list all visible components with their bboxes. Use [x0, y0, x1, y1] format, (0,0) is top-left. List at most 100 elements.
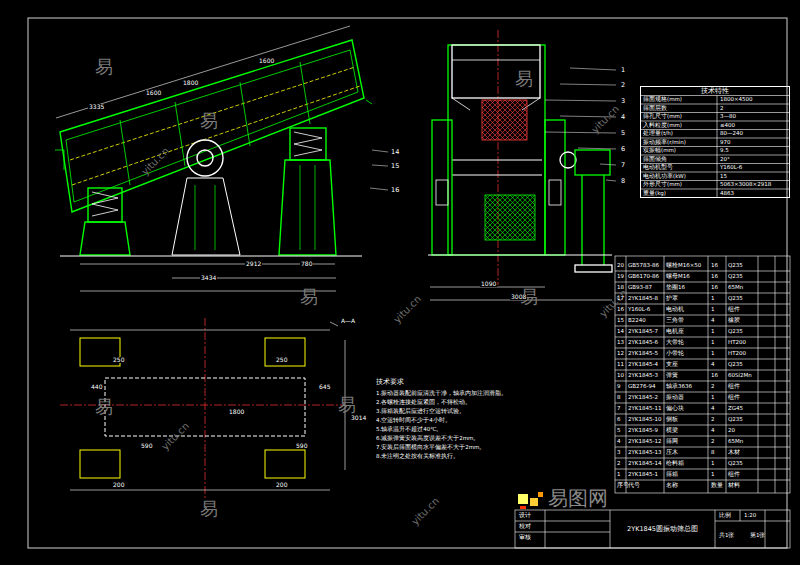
dimension: 440 [90, 384, 103, 390]
sheet-border [28, 18, 787, 548]
table-cell: 代号 [628, 483, 640, 489]
front-view [498, 30, 499, 285]
dimension: 3008 [510, 294, 527, 300]
table-cell: Q235 [728, 296, 743, 302]
line-art [615, 469, 790, 470]
side-view [56, 26, 350, 118]
table-cell: 4 [711, 318, 715, 324]
line-art [664, 256, 665, 493]
dimension: 3335 [88, 104, 105, 110]
table-cell: 2YK1845-10 [628, 417, 661, 423]
table-cell: 4 [617, 439, 621, 445]
side-view [294, 132, 322, 156]
table-cell: 1800×4500 [720, 97, 753, 103]
title-cell: 比例 [719, 513, 731, 519]
table-cell: 电动机功率(kW) [643, 174, 686, 180]
table-cell: 2YK1845-14 [628, 461, 661, 467]
dimension: 1090 [480, 281, 497, 287]
line-art [615, 326, 790, 327]
table-cell: 筛箱 [666, 472, 678, 478]
table-cell: 9.5 [720, 148, 729, 154]
table-cell: 外形尺寸(mm) [643, 182, 682, 188]
table-cell: 2YK1845-9 [628, 428, 658, 434]
table-cell: 10 [617, 373, 624, 379]
table-cell: 筛面倾角 [643, 157, 667, 163]
line-art [615, 370, 790, 371]
side-view [187, 140, 223, 176]
table-cell: 2YK1845-4 [628, 362, 658, 368]
table-cell: 2YK1845-12 [628, 439, 661, 445]
table-cell: 大带轮 [666, 340, 684, 346]
line-art [615, 480, 790, 481]
side-view [55, 26, 388, 291]
callout-number: 5 [620, 130, 626, 137]
table-cell: 60Si2Mn [728, 373, 752, 379]
callout-number: 8 [620, 178, 626, 185]
table-cell: GB5783-86 [628, 263, 659, 269]
line-art [615, 392, 790, 393]
note-line: 7.安装后筛面横向水平偏差不大于2mm。 [376, 445, 485, 451]
table-cell: 12 [617, 351, 624, 357]
table-cell: 偏心块 [666, 406, 684, 412]
side-view [80, 222, 130, 255]
table-cell: 1 [711, 472, 715, 478]
front-view [448, 45, 545, 255]
table-cell: 给料箱 [666, 461, 684, 467]
callout-number: 15 [390, 163, 400, 170]
dimension: 250 [112, 357, 125, 363]
front-view [428, 255, 612, 256]
sheet-border [28, 18, 787, 548]
tables [515, 510, 790, 548]
callout-number: 1 [620, 67, 626, 74]
table-cell: 弹簧 [666, 373, 678, 379]
table-cell: 8 [617, 395, 621, 401]
table-cell: Q235 [728, 417, 743, 423]
tables [615, 256, 790, 493]
line-art [615, 425, 790, 426]
dimension: 3014 [350, 415, 367, 421]
front-view [575, 150, 610, 175]
table-cell: 15 [720, 174, 727, 180]
line-art [615, 436, 790, 437]
table-cell: 1 [711, 351, 715, 357]
watermark: 易 [338, 396, 356, 414]
line-art [615, 304, 790, 305]
table-cell: 2YK1845-11 [628, 406, 661, 412]
table-cell: 4863 [720, 191, 734, 197]
tables [515, 510, 790, 548]
table-cell: 4 [711, 362, 715, 368]
colour-blocks [518, 494, 528, 504]
table-cell: 小带轮 [666, 351, 684, 357]
tables [515, 96, 790, 549]
front-view [432, 120, 452, 255]
table-cell: HT200 [728, 340, 746, 346]
spec-table: 技术特性 [640, 86, 790, 198]
watermark: 易 [300, 288, 318, 306]
dimension: 1800 [228, 409, 245, 415]
table-cell: 螺栓M16×50 [666, 263, 701, 269]
table-cell: 16 [711, 274, 718, 280]
dimension: 590 [140, 443, 153, 449]
watermark: yitu.cn [598, 288, 629, 319]
table-cell: 木材 [728, 450, 740, 456]
front-view [452, 160, 542, 175]
side-view [370, 150, 388, 190]
table-cell: 数量 [711, 483, 723, 489]
table-cell: 支座 [666, 362, 678, 368]
side-view [195, 185, 215, 250]
table-cell: 2YK1845-13 [628, 450, 661, 456]
table-cell: 2 [711, 384, 715, 390]
table-cell: 三角带 [666, 318, 684, 324]
title-cell: 1:20 [744, 513, 756, 519]
callout-number: 4 [620, 114, 626, 121]
table-cell: 1 [711, 307, 715, 313]
front-view [436, 180, 448, 205]
callout-number: 16 [390, 187, 400, 194]
side-view [92, 192, 118, 216]
table-cell: 组件 [728, 384, 740, 390]
watermark: yitu.cn [590, 104, 621, 135]
note-line: 6.减振弹簧安装高度误差不大于2mm。 [376, 436, 479, 442]
table-cell: 振动频率(r/min) [643, 140, 686, 146]
table-cell: 橡胶 [728, 318, 740, 324]
